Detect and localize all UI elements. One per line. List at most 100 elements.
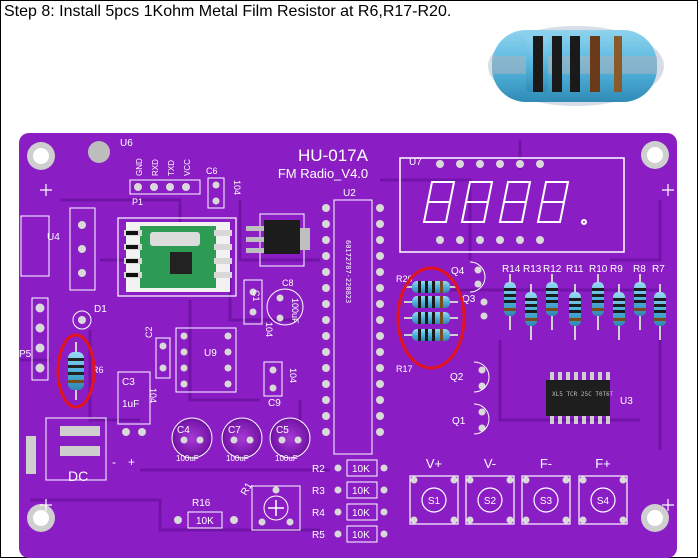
resistor-zoom-inset bbox=[488, 26, 664, 106]
label-r3-value: 10K bbox=[352, 486, 370, 497]
resistor-band bbox=[525, 298, 537, 301]
resistor-band bbox=[418, 281, 421, 293]
u2-print: 60172787-220823 bbox=[344, 240, 352, 303]
u3-pin bbox=[566, 414, 570, 424]
resistor-body bbox=[412, 329, 450, 341]
resistor-band bbox=[525, 318, 537, 321]
label-r12: R12 bbox=[543, 264, 562, 275]
label-c2: C2 bbox=[144, 326, 154, 338]
button-label: V- bbox=[484, 456, 496, 471]
p1-pin-rxd: RXD bbox=[151, 159, 160, 176]
resistor-band bbox=[569, 310, 581, 313]
p1-pin-vcc: VCC bbox=[183, 159, 192, 176]
u2-socket bbox=[322, 204, 384, 436]
u2-pin bbox=[376, 428, 384, 436]
resistor-band bbox=[634, 300, 646, 303]
label-c5-value: 100uF bbox=[275, 454, 298, 463]
capacitor-c4 bbox=[171, 417, 213, 459]
resistor-body bbox=[412, 312, 450, 324]
button-s1: V+S1 bbox=[409, 456, 459, 525]
u2-pin bbox=[322, 332, 330, 340]
button-id: S1 bbox=[428, 496, 441, 507]
label-r7: R7 bbox=[652, 264, 665, 275]
dc-jack bbox=[26, 417, 107, 481]
p1-pin-gnd: GND bbox=[135, 158, 144, 176]
u3-pin bbox=[566, 372, 570, 382]
label-q4: Q4 bbox=[451, 266, 465, 277]
u2-pin bbox=[376, 316, 384, 324]
resistor-band bbox=[654, 304, 666, 307]
svg-text:+: + bbox=[128, 455, 135, 469]
resistor-array bbox=[504, 274, 666, 340]
label-u4: U4 bbox=[47, 232, 60, 243]
label-c2-value: 104 bbox=[148, 388, 158, 403]
button-s3: F-S3 bbox=[521, 456, 571, 525]
transistors: Q4 Q3 Q2 Q1 bbox=[450, 261, 490, 435]
u2-pin bbox=[322, 252, 330, 260]
label-q2: Q2 bbox=[450, 372, 464, 383]
label-c7: C7 bbox=[228, 425, 241, 436]
label-c6-value: 104 bbox=[232, 180, 242, 195]
resistor-band bbox=[440, 281, 443, 293]
label-r6: R6 bbox=[92, 365, 104, 375]
label-r17: R17 bbox=[396, 364, 413, 374]
resistor-band bbox=[432, 329, 435, 341]
label-q3: Q3 bbox=[462, 294, 476, 305]
label-r10: R10 bbox=[589, 264, 608, 275]
label-r3: R3 bbox=[312, 486, 325, 497]
resistor-band bbox=[504, 300, 516, 303]
p5-connector bbox=[31, 297, 49, 381]
capacitor-c7 bbox=[221, 417, 263, 459]
resistor-band bbox=[440, 329, 443, 341]
resistor-band bbox=[525, 304, 537, 307]
label-u7: U7 bbox=[409, 157, 422, 168]
u2-pin bbox=[376, 300, 384, 308]
button-s4: F+ S4 bbox=[578, 456, 628, 525]
resistors-r17-r20 bbox=[404, 281, 458, 341]
label-r8: R8 bbox=[633, 264, 646, 275]
u2-pin bbox=[322, 396, 330, 404]
resistor-band bbox=[613, 310, 625, 313]
label-c4: C4 bbox=[177, 425, 190, 436]
resistor-r2-r5-footprints: R2 R3 R4 R5 10K 10K 10K 10K bbox=[312, 459, 388, 543]
u2-pin bbox=[322, 380, 330, 388]
board-model: HU-017A bbox=[298, 146, 369, 165]
label-d1: D1 bbox=[94, 304, 107, 315]
label-c9: C9 bbox=[268, 398, 281, 409]
svg-text:-: - bbox=[112, 455, 116, 469]
u3-print: XL5 TCR 25C T0T6T bbox=[552, 391, 614, 398]
label-c7-value: 100uF bbox=[226, 454, 249, 463]
button-label: F+ bbox=[595, 456, 611, 471]
capacitor-c1 bbox=[243, 279, 263, 325]
label-u6: U6 bbox=[120, 138, 133, 149]
resistor-band bbox=[425, 296, 428, 308]
label-r13: R13 bbox=[523, 264, 542, 275]
u2-pin bbox=[376, 412, 384, 420]
highlight-r17-r20 bbox=[396, 266, 466, 370]
mounting-holes bbox=[27, 141, 669, 532]
label-p1: P1 bbox=[132, 197, 143, 207]
label-r14: R14 bbox=[502, 264, 521, 275]
u2-outline bbox=[333, 199, 373, 455]
u3-pin bbox=[550, 414, 554, 424]
resistor-r6 bbox=[68, 342, 84, 400]
button-id: S4 bbox=[597, 496, 610, 507]
capacitor-c8 bbox=[266, 288, 304, 326]
u3-pin bbox=[590, 414, 594, 424]
u3-pin bbox=[606, 414, 610, 424]
u2-pin bbox=[376, 252, 384, 260]
p1-pin-labels: GND RXD TXD VCC bbox=[135, 158, 192, 176]
u3-pin bbox=[574, 414, 578, 424]
u2-pin bbox=[322, 364, 330, 372]
resistor-band bbox=[425, 312, 428, 324]
buttons: V+S1V-S2F-S3F+S4 bbox=[409, 456, 628, 525]
resistor-band bbox=[418, 312, 421, 324]
resistor-band bbox=[504, 308, 516, 311]
u2-pin bbox=[322, 284, 330, 292]
label-c3-value: 1uF bbox=[122, 399, 139, 410]
resistor-band bbox=[432, 281, 435, 293]
resistor-band bbox=[525, 310, 537, 313]
u9-socket bbox=[175, 327, 237, 393]
u3-pin bbox=[550, 372, 554, 382]
label-c9-value: 104 bbox=[288, 368, 298, 383]
